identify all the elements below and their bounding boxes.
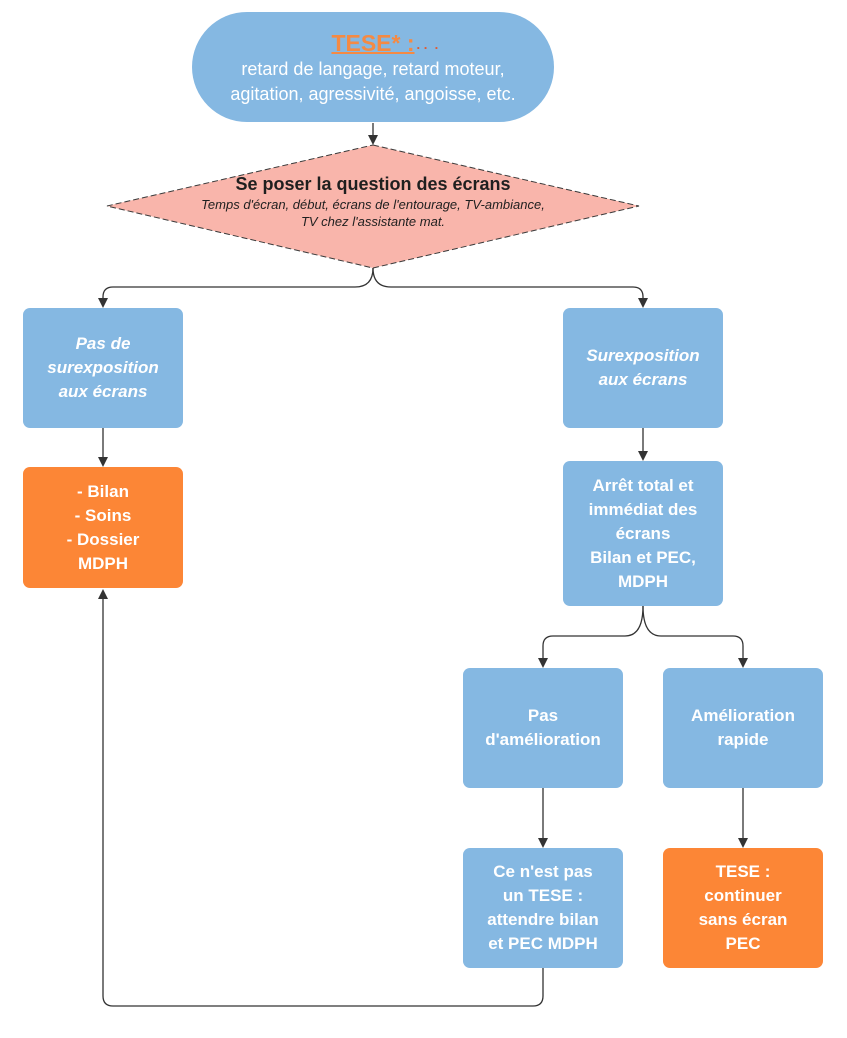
stop-screens-node: Arrêt total et immédiat des écrans Bilan… [563, 461, 723, 606]
start-title: TESE* : . . . [331, 29, 438, 57]
no-improvement-node: Pas d'amélioration [463, 668, 623, 788]
node-line: - Dossier [66, 529, 140, 549]
node-line: - Soins [74, 505, 132, 525]
decision-subtitle-line: Temps d'écran, début, écrans de l'entour… [201, 197, 545, 212]
arrow-stop-screens-to-rapid-improvement [642, 605, 748, 668]
node-line: écrans [615, 523, 671, 543]
arrow-decision-to-no-overexposure [98, 267, 374, 308]
node-line: MDPH [77, 553, 129, 573]
node-line: immédiat des [588, 499, 698, 519]
arrow-not-tese-to-actions [98, 589, 544, 1007]
start-title-text: TESE* : [331, 30, 415, 56]
node-line: Pas [527, 706, 559, 725]
no-overexposure-node: Pas de surexposition aux écrans [23, 308, 183, 428]
node-line: sans écran [698, 910, 788, 929]
overexposure-node: Surexposition aux écrans [563, 308, 723, 428]
node-line: attendre bilan [487, 910, 599, 929]
not-tese-node: Ce n'est pas un TESE : attendre bilan et… [463, 848, 623, 968]
node-line: Ce n'est pas [493, 862, 593, 881]
actions-node: - Bilan - Soins - Dossier MDPH [23, 467, 183, 588]
start-node: TESE* : . . . retard de langage, retard … [192, 12, 554, 122]
start-title-marks: . . . [416, 37, 439, 52]
rapid-improvement-node: Amélioration rapide [663, 668, 823, 788]
tese-continue-node: TESE : continuer sans écran PEC [663, 848, 823, 968]
node-line: rapide [717, 730, 769, 749]
node-line: d'amélioration [485, 730, 601, 749]
node-line: PEC [725, 934, 761, 953]
node-line: un TESE : [502, 886, 584, 905]
arrow-stop-screens-to-no-improvement [538, 605, 644, 668]
node-line: MDPH [617, 571, 669, 591]
node-line: et PEC MDPH [488, 934, 598, 953]
node-line: continuer [704, 886, 782, 905]
node-line: Amélioration [691, 706, 795, 725]
node-line: TESE : [715, 862, 771, 881]
arrow-decision-to-overexposure [372, 267, 648, 308]
node-line: surexposition [47, 358, 159, 377]
node-line: Bilan et PEC, [590, 547, 696, 567]
node-line: - Bilan [77, 481, 129, 501]
start-line: retard de langage, retard moteur, [241, 59, 505, 79]
decision-diamond [106, 144, 640, 269]
node-line: Surexposition [586, 346, 700, 365]
node-line: aux écrans [58, 382, 148, 401]
decision-node-text: Se poser la question des écrans Temps d'… [140, 172, 606, 230]
decision-subtitle-line: TV chez l'assistante mat. [300, 214, 446, 229]
node-line: Arrêt total et [592, 475, 694, 495]
decision-title: Se poser la question des écrans [235, 174, 511, 194]
start-line: agitation, agressivité, angoisse, etc. [230, 84, 516, 104]
node-line: Pas de [75, 334, 131, 353]
node-line: aux écrans [598, 370, 688, 389]
